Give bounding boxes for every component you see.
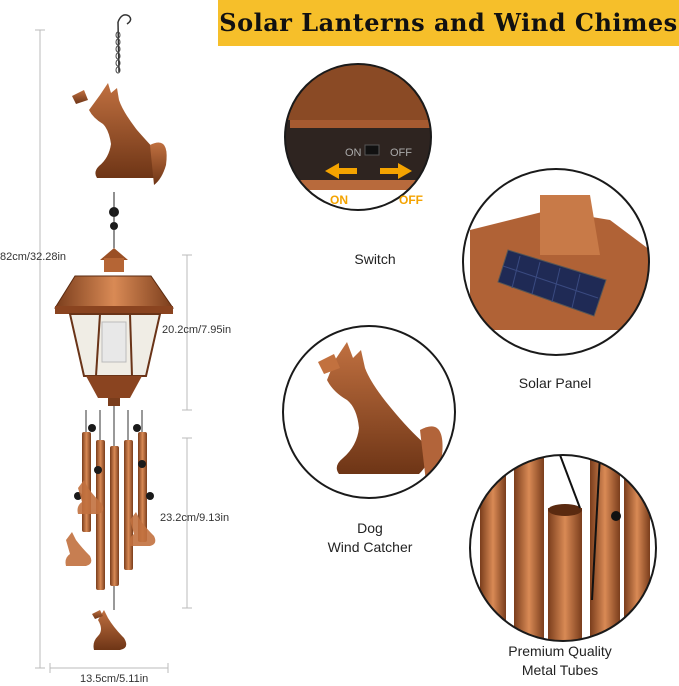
off-arrow-text: OFF [399, 193, 423, 207]
dog-detail-image [282, 325, 456, 499]
switch-label: Switch [354, 251, 396, 267]
chain-links [115, 31, 121, 74]
small-dog-figures [65, 480, 156, 566]
hanging-beads [109, 192, 119, 248]
solar-panel-label: Solar Panel [518, 375, 592, 391]
title-banner: Solar Lanterns and Wind Chimes [218, 0, 679, 46]
switch-on-text: ON [345, 147, 362, 159]
total-height-label: 82cm/32.28in [0, 251, 67, 263]
banner-title: Solar Lanterns and Wind Chimes [219, 8, 678, 37]
arrow-on-icon [325, 163, 357, 179]
switch-off-text: OFF [390, 147, 412, 159]
top-dog-figure [72, 83, 167, 185]
solar-panel-detail-image [462, 168, 650, 356]
tube-strings [85, 406, 143, 446]
hook-chain-icon [117, 14, 132, 73]
dimension-lines [35, 29, 192, 673]
bottom-dog-figure [92, 586, 127, 650]
tubes-height-label: 23.2cm/9.13in [160, 512, 230, 524]
lantern-height-label: 20.2cm/7.95in [162, 324, 232, 336]
width-label: 13.5cm/5.11in [80, 673, 149, 685]
dog-label-line2: Wind Catcher [327, 539, 413, 555]
lantern-figure [54, 248, 174, 406]
on-arrow-text: ON [330, 193, 348, 207]
tubes-label-line1: Premium Quality [508, 643, 612, 659]
tube-beads [74, 424, 154, 500]
arrow-off-icon [380, 163, 412, 179]
dog-label-line1: Dog [357, 520, 383, 536]
tubes-detail-image [469, 454, 657, 642]
tubes-label-line2: Metal Tubes [521, 662, 599, 678]
